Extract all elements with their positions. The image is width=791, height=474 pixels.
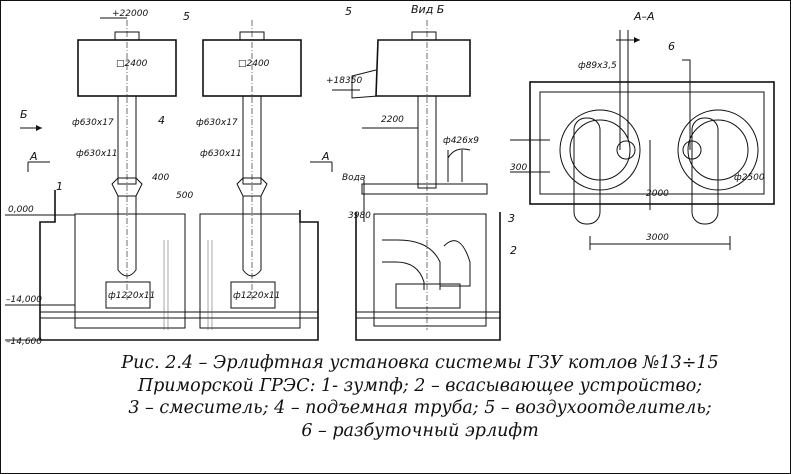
air-separator-side	[375, 39, 471, 97]
pipe-89: ф89х3,5	[578, 61, 617, 71]
elev-minus14600: –14,600	[6, 337, 42, 347]
dim-2200: 2200	[381, 115, 404, 125]
sump-side	[355, 212, 501, 341]
front-view	[5, 17, 333, 341]
dim-3980: 3980	[348, 211, 371, 221]
suction-tube-2	[242, 196, 262, 277]
dim-2500: ф2500	[734, 173, 765, 183]
mixer	[382, 239, 441, 290]
pipe-630x17-2: ф630х17	[196, 118, 238, 128]
arrow-b: Б	[20, 108, 28, 121]
section-frame	[529, 81, 775, 205]
elev-top: +22000	[112, 9, 148, 19]
suction-device	[395, 283, 461, 309]
callout-3: 3	[508, 212, 515, 225]
base-1	[105, 281, 151, 309]
arrow-a-right: А	[321, 150, 330, 163]
lift-pipe-1	[117, 95, 137, 185]
sep-size-1: □2400	[116, 59, 148, 69]
arrow-a-left: А	[29, 150, 38, 163]
dim-3000: 3000	[646, 233, 669, 243]
elev-air-outlet: +18350	[326, 76, 362, 86]
suction-tube-1	[117, 196, 137, 277]
dim-500: 500	[176, 191, 193, 201]
air-outlet-chute	[351, 69, 379, 99]
caption-line-2: Приморской ГРЭС: 1- зумпф; 2 – всасывающ…	[137, 375, 703, 396]
pipe-1220-2: ф1220х11	[233, 291, 280, 301]
water-label: Вода	[342, 173, 365, 183]
bypass-pipe-left	[616, 140, 636, 160]
sump	[39, 190, 319, 341]
caption-line-1: Рис. 2.4 – Эрлифтная установка системы Г…	[121, 353, 719, 373]
bypass-pipe-right	[682, 140, 702, 160]
pipe-1220-1: ф1220х11	[108, 291, 155, 301]
sump-chamber-2	[199, 213, 301, 329]
callout-1: 1	[56, 180, 63, 193]
section-aa	[510, 30, 775, 250]
sep-size-2: □2400	[238, 59, 270, 69]
dim-300: 300	[510, 163, 527, 173]
callout-5b: 5	[345, 5, 352, 18]
sump-chamber-1	[74, 213, 186, 329]
elev-minus14000: –14,000	[6, 295, 42, 305]
pipe-426: ф426х9	[443, 136, 479, 146]
figure-caption: Рис. 2.4 – Эрлифтная установка системы Г…	[60, 352, 780, 442]
base-2	[230, 281, 276, 309]
dim-400: 400	[152, 173, 169, 183]
caption-line-3: 3 – смеситель; 4 – подъемная труба; 5 – …	[128, 398, 712, 418]
pipe-630x11-1: ф630х11	[76, 149, 118, 159]
callout-5a: 5	[183, 10, 190, 23]
pipe-630x17-1: ф630х17	[72, 118, 114, 128]
pipe-630x11-2: ф630х11	[200, 149, 242, 159]
lift-pipe-2	[242, 95, 262, 185]
callout-6: 6	[668, 40, 675, 53]
callout-4: 4	[158, 114, 165, 127]
dim-2000: 2000	[646, 189, 669, 199]
view-b-title: Вид Б	[411, 3, 444, 16]
callout-2: 2	[510, 244, 517, 257]
elev-zero: 0,000	[8, 205, 34, 215]
caption-line-4: 6 – разбуточный эрлифт	[301, 420, 539, 441]
view-b	[332, 20, 501, 341]
section-aa-title: А–А	[633, 10, 655, 23]
unclogging-airlift	[619, 30, 691, 150]
